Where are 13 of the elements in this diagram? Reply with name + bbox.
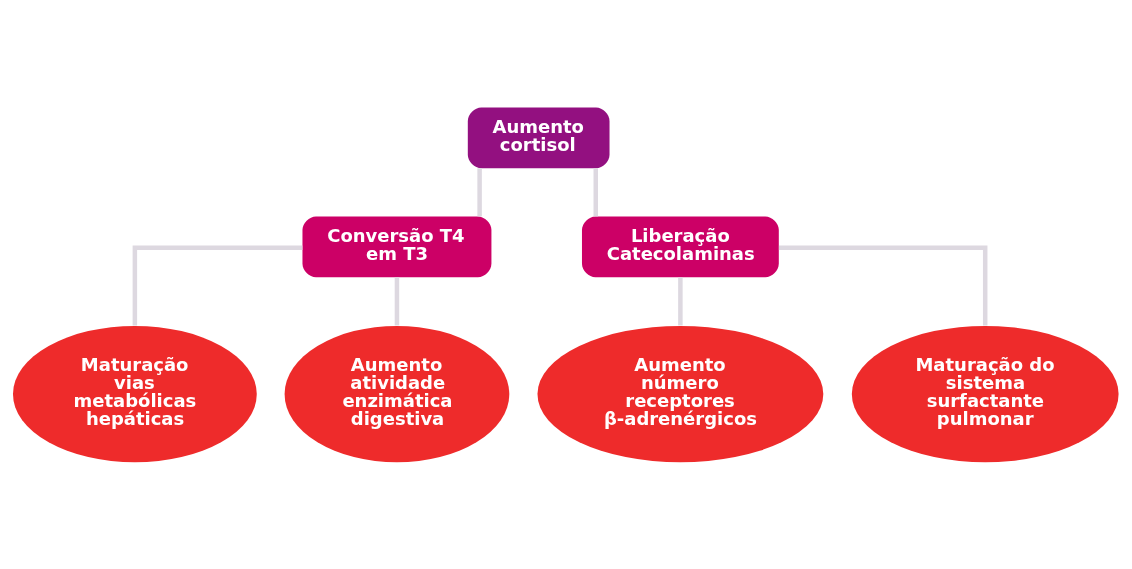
node-ellipse: Aumento atividade enzimática digestiva: [284, 325, 510, 462]
node-ellipse: Aumento número receptores β-adrenérgicos: [537, 325, 824, 462]
connector: [132, 244, 303, 326]
node-box: Liberação Catecolaminas: [581, 216, 779, 277]
node-ellipse: Maturação do sistema surfactante pulmonar: [851, 325, 1119, 462]
connector: [778, 244, 988, 326]
node-box: Conversão T4 em T3: [302, 216, 492, 277]
connector: [593, 167, 598, 216]
connector: [678, 276, 683, 325]
node-box: Aumento cortisol: [467, 107, 610, 168]
connector: [394, 276, 400, 325]
node-ellipse: Maturação vias metabólicas hepáticas: [12, 325, 257, 462]
connector: [477, 167, 482, 216]
